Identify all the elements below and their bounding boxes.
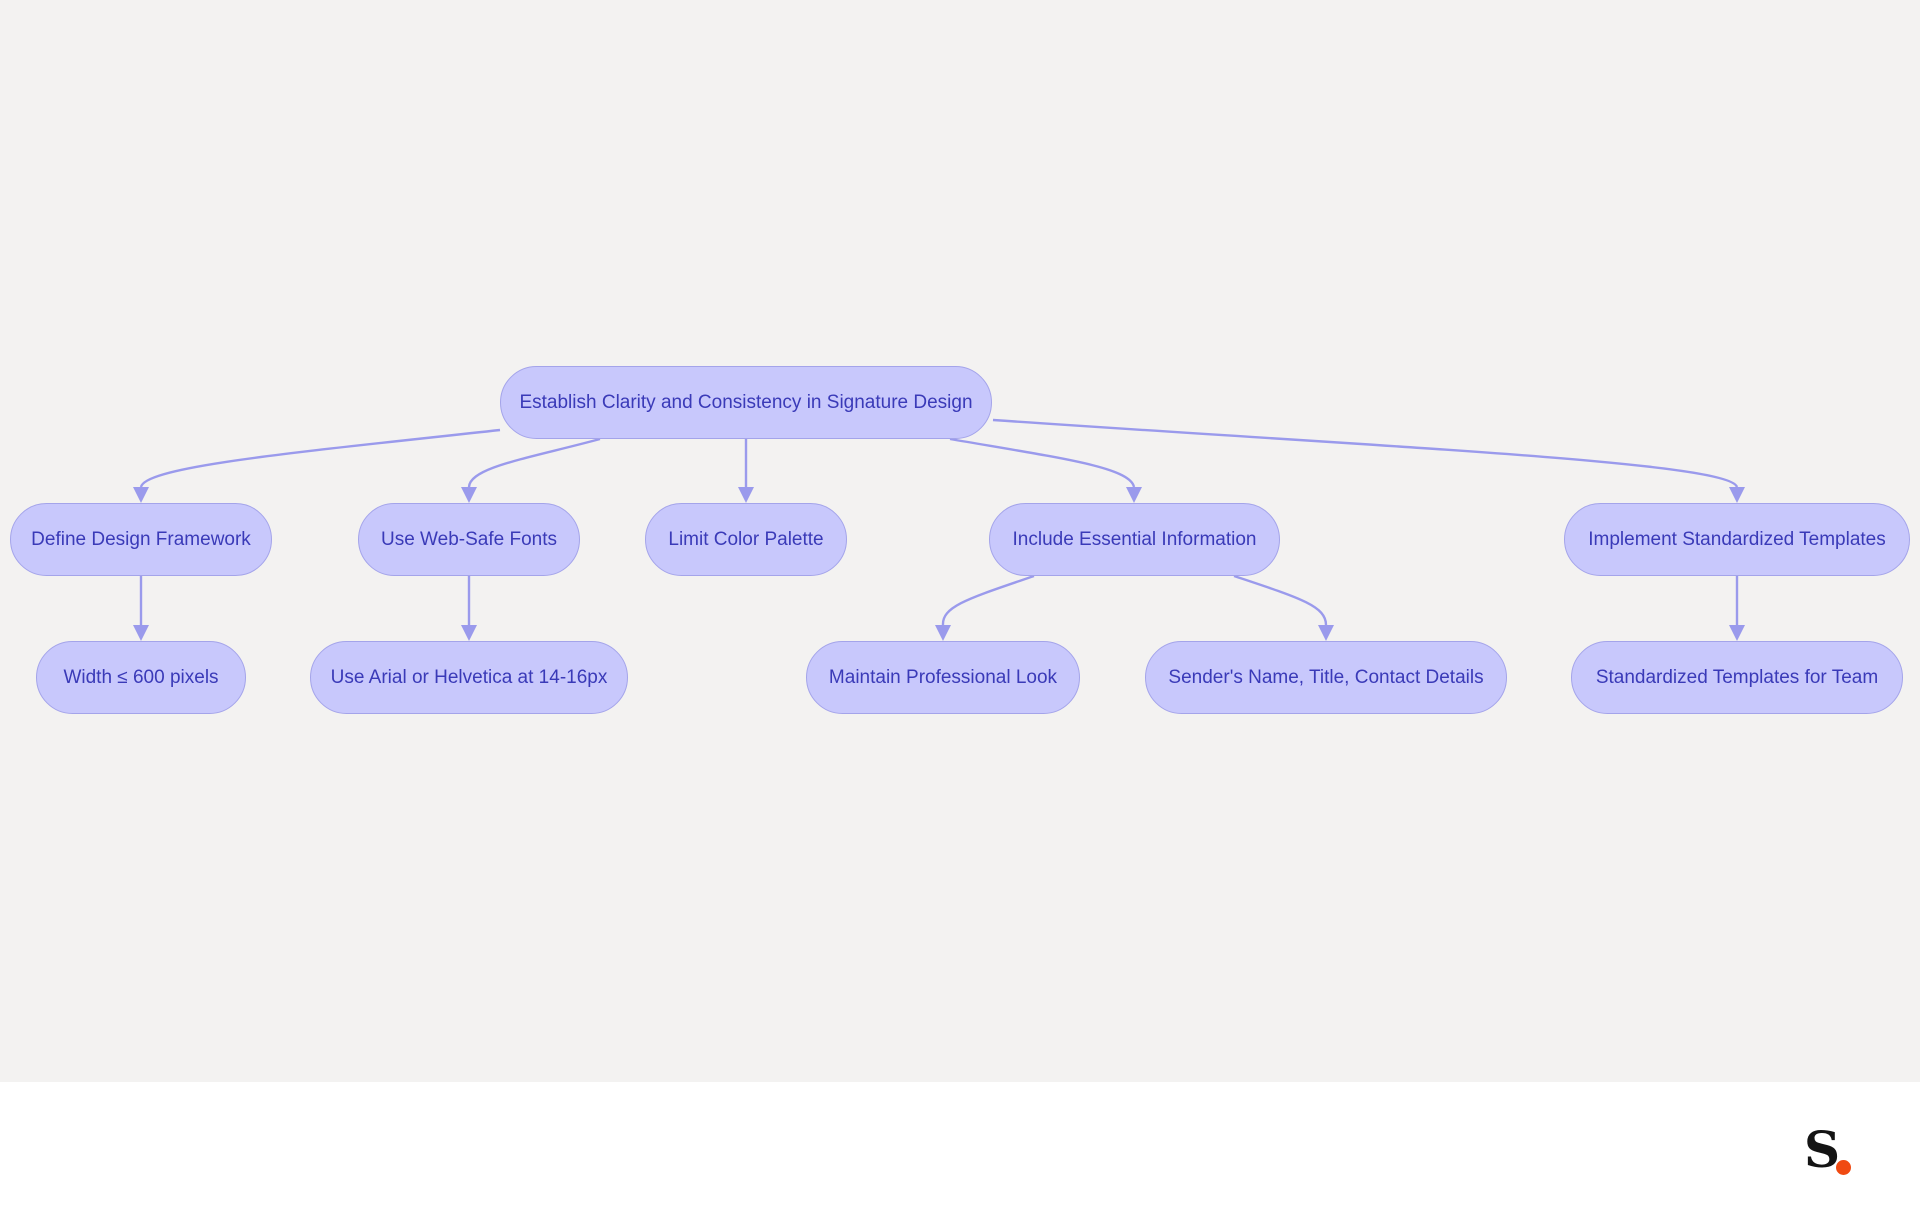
node-use-arial-or-helvetica: Use Arial or Helvetica at 14-16px — [310, 641, 628, 714]
logo-letter: S — [1804, 1120, 1841, 1179]
brand-logo: S — [1804, 1122, 1864, 1178]
node-root: Establish Clarity and Consistency in Sig… — [500, 366, 992, 439]
diagram-canvas: Establish Clarity and Consistency in Sig… — [0, 0, 1920, 1082]
edge-root-templates — [992, 418, 1739, 488]
node-maintain-professional-look: Maintain Professional Look — [806, 641, 1080, 714]
edge-info-sender — [1233, 574, 1328, 626]
edge-root-framework-arrowhead — [133, 487, 149, 503]
node-implement-standardized-templates: Implement Standardized Templates — [1564, 503, 1910, 576]
footer — [0, 1082, 1920, 1215]
node-define-design-framework: Define Design Framework — [10, 503, 272, 576]
edge-fonts-arial-arrowhead — [461, 625, 477, 641]
edge-framework-width-arrowhead — [133, 625, 149, 641]
edge-root-fonts — [467, 437, 601, 488]
edge-root-framework — [139, 428, 501, 488]
node-width-600-pixels: Width ≤ 600 pixels — [36, 641, 246, 714]
logo-dot-icon — [1836, 1160, 1851, 1175]
edge-root-info — [949, 437, 1136, 488]
node-include-essential-information: Include Essential Information — [989, 503, 1280, 576]
edge-root-templates-arrowhead — [1729, 487, 1745, 503]
node-use-web-safe-fonts: Use Web-Safe Fonts — [358, 503, 580, 576]
edge-info-sender-arrowhead — [1318, 625, 1334, 641]
node-senders-name-title-contact: Sender's Name, Title, Contact Details — [1145, 641, 1507, 714]
edge-root-info-arrowhead — [1126, 487, 1142, 503]
edge-info-professional-arrowhead — [935, 625, 951, 641]
edge-info-professional — [941, 574, 1035, 626]
node-limit-color-palette: Limit Color Palette — [645, 503, 847, 576]
diagram-connectors — [133, 418, 1745, 641]
edge-root-palette-arrowhead — [738, 487, 754, 503]
edge-root-fonts-arrowhead — [461, 487, 477, 503]
edge-templates-team-arrowhead — [1729, 625, 1745, 641]
node-standardized-templates-for-team: Standardized Templates for Team — [1571, 641, 1903, 714]
